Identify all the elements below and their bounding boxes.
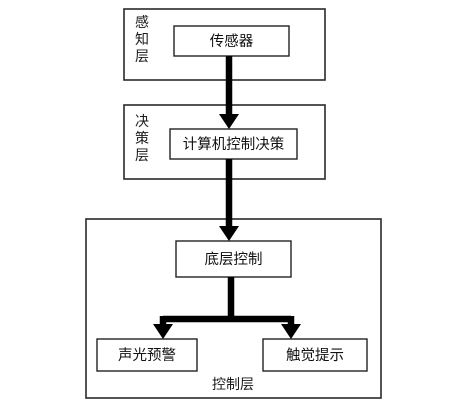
sensor-label: 传感器 (210, 33, 254, 50)
sound-light-warning-box (96, 338, 198, 372)
tactile-prompt-label: 触觉提示 (286, 347, 344, 364)
perception-layer-label-char-1: 感 (135, 14, 149, 31)
bottom-control-box (175, 240, 292, 278)
sensor-box (173, 25, 290, 57)
perception-layer-label-char-2: 知 (135, 31, 149, 48)
arrowhead-to-bottom-control (219, 226, 239, 241)
sound-light-warning-label: 声光预警 (118, 346, 176, 364)
bottom-control-label: 底层控制 (205, 251, 263, 268)
arrowhead-to-decision (219, 114, 239, 129)
decision-layer-label-char-2: 策 (135, 130, 149, 147)
decision-layer-label-char-1: 决 (135, 114, 149, 130)
tactile-prompt-box (262, 338, 368, 372)
computer-decision-label: 计算机控制决策 (183, 136, 285, 153)
arrowhead-to-warning (153, 324, 173, 339)
computer-decision-box (169, 128, 298, 160)
control-layer-label: 控制层 (212, 377, 254, 393)
perception-layer-label-char-3: 层 (135, 49, 149, 65)
arrowhead-to-tactile (281, 324, 301, 339)
decision-layer-label-char-3: 层 (135, 148, 149, 164)
